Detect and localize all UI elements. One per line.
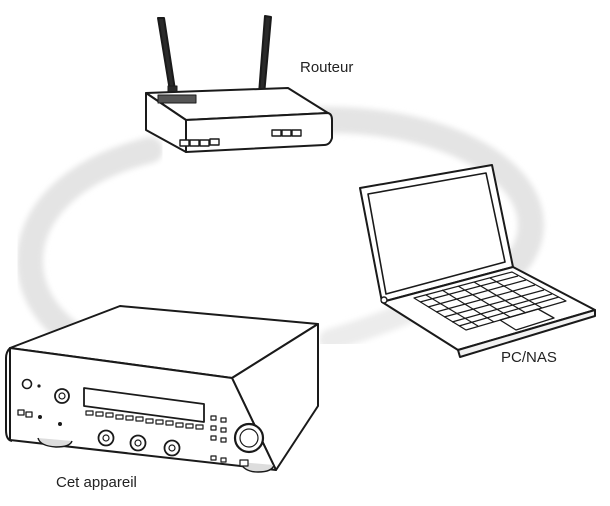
- power-button-icon: [21, 378, 33, 390]
- laptop-icon: [359, 164, 596, 358]
- front-display: [83, 387, 205, 423]
- laptop-touchpad: [499, 308, 555, 331]
- router-label: Routeur: [300, 59, 354, 76]
- pc-nas-label: PC/NAS: [501, 349, 557, 366]
- volume-knob-icon: [233, 422, 265, 454]
- tone-knobs: [97, 429, 181, 457]
- input-knob-icon: [54, 388, 70, 404]
- device-label: Cet appareil: [56, 474, 137, 491]
- router-vent: [157, 94, 197, 104]
- wifi-router-icon: [145, 15, 333, 153]
- router-ports: [179, 129, 302, 147]
- laptop-keyboard: [413, 271, 567, 331]
- av-receiver-icon: [5, 305, 319, 473]
